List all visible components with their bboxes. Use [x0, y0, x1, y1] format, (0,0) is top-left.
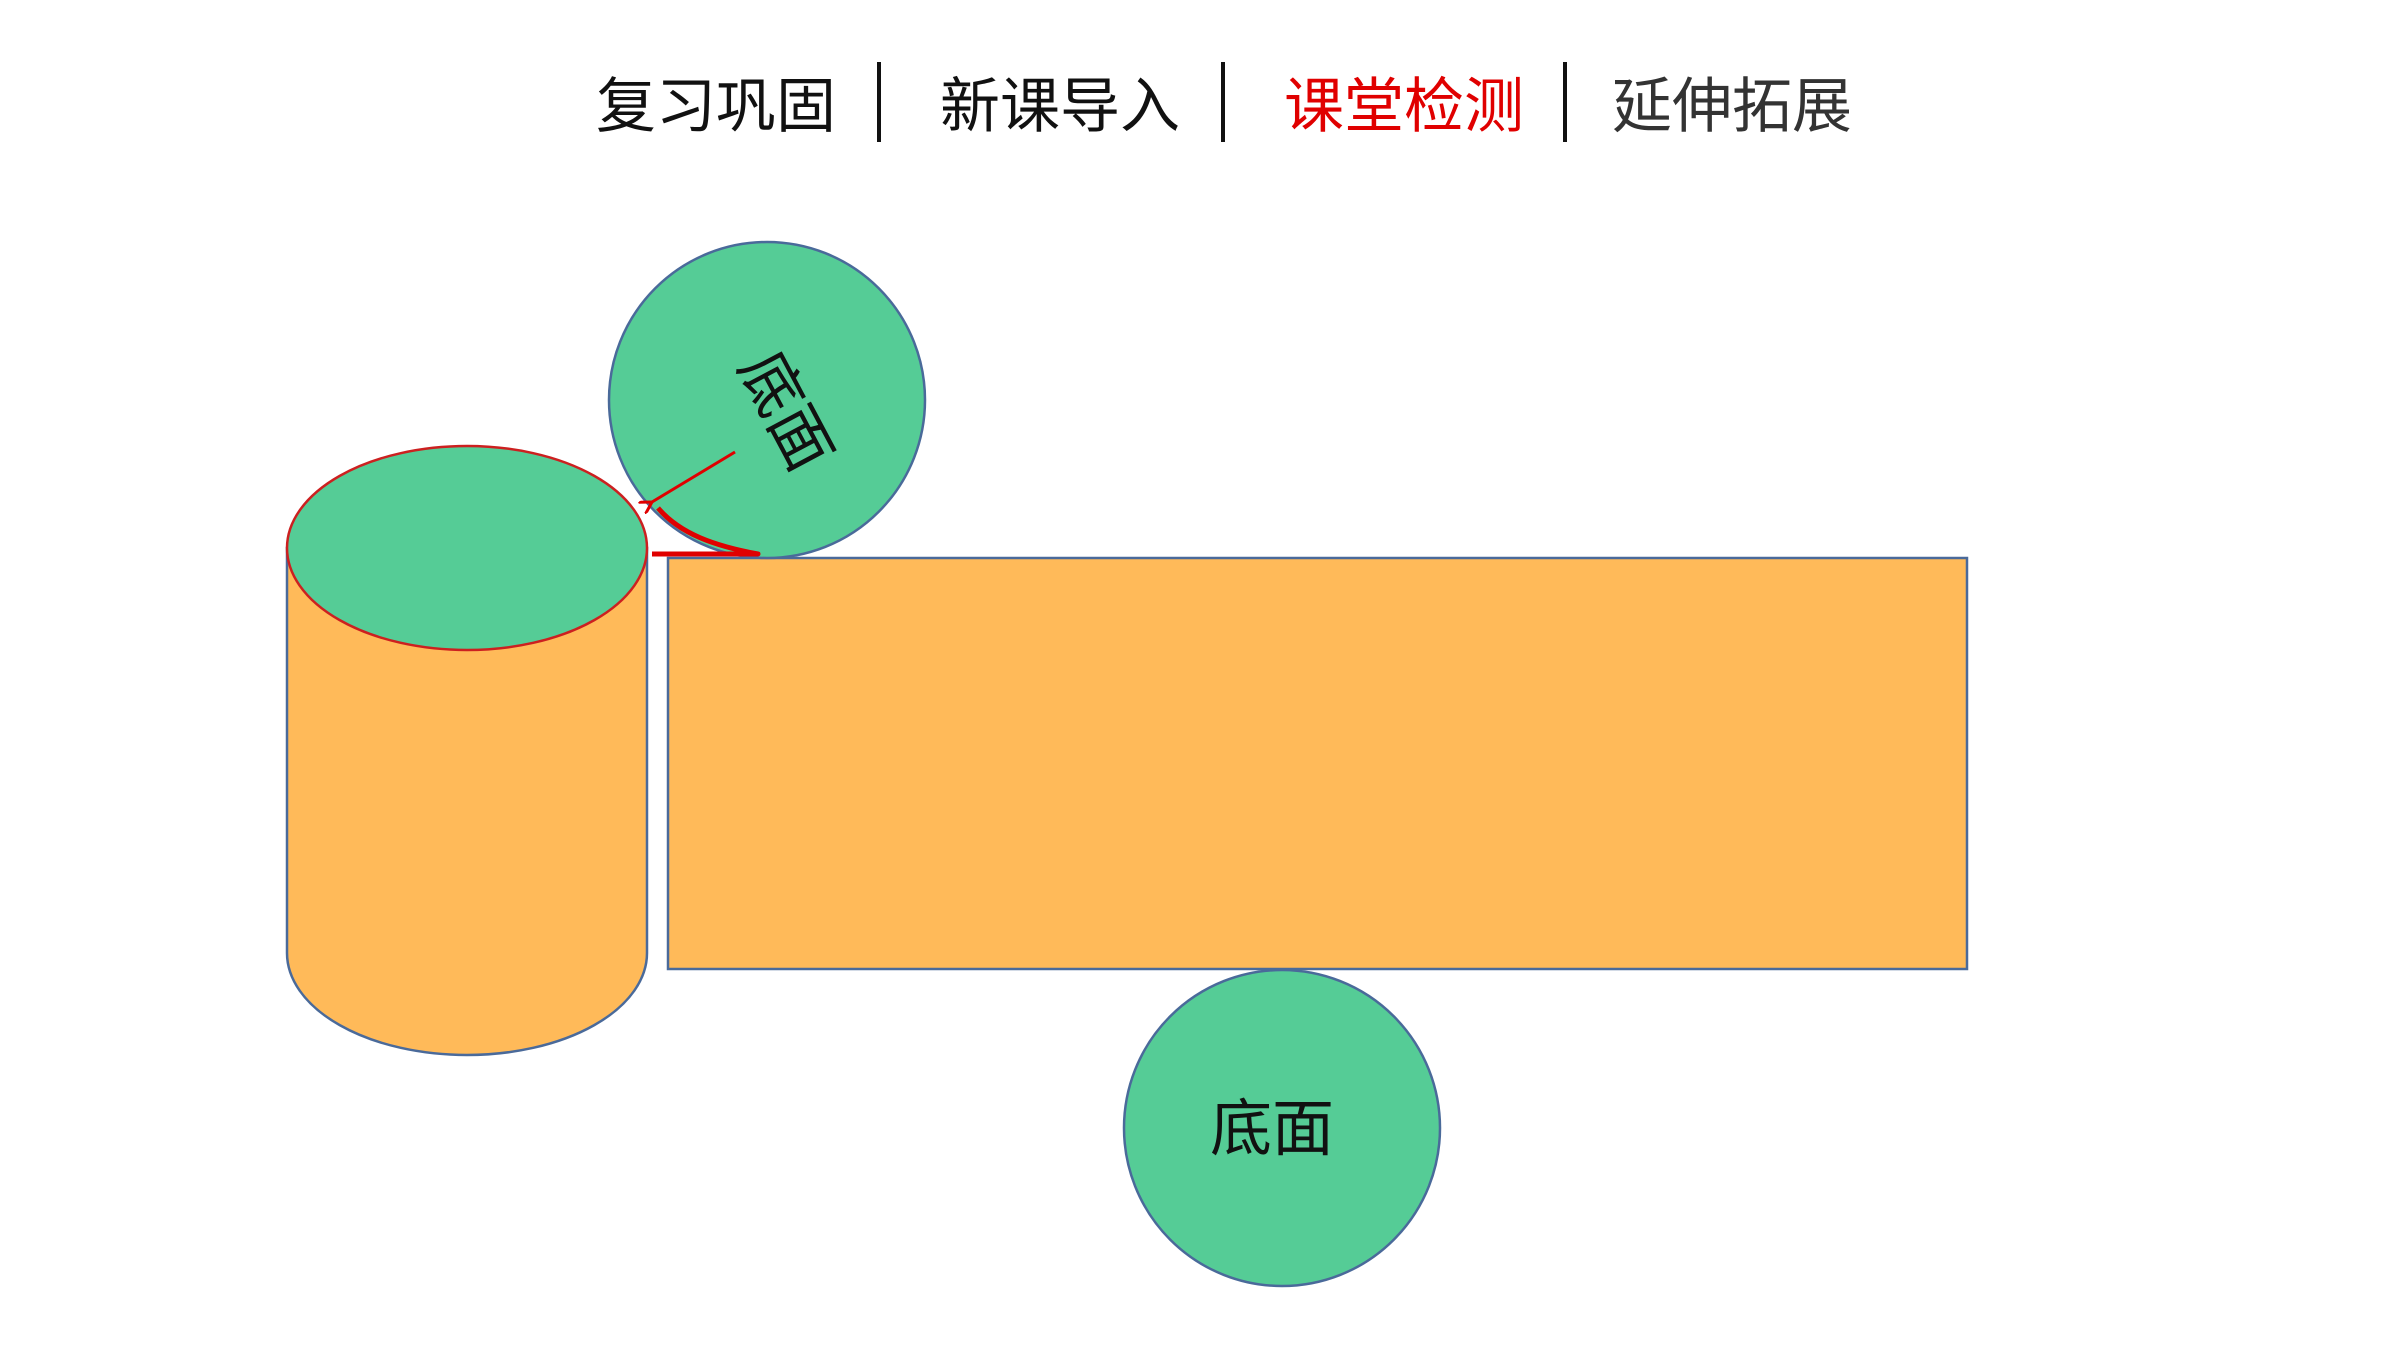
bottom-base-circle [1122, 968, 1442, 1288]
cylinder-lateral-surface [285, 546, 649, 1057]
nav-divider [877, 62, 881, 142]
nav-item-extension[interactable]: 延伸拓展 [1612, 72, 1852, 142]
unrolled-lateral-rectangle [666, 556, 1969, 971]
nav-item-review[interactable]: 复习巩固 [596, 72, 836, 142]
circumference-highlight [652, 506, 761, 557]
nav-divider [1563, 62, 1567, 142]
nav-item-class-test[interactable]: 课堂检测 [1284, 72, 1524, 142]
bottom-base-label: 底面 [1210, 1092, 1334, 1165]
nav-divider [1221, 62, 1225, 142]
nav-item-new-lesson[interactable]: 新课导入 [940, 72, 1180, 142]
section-nav: 复习巩固 新课导入 课堂检测 延伸拓展 [0, 0, 2400, 200]
pointer-arrow [652, 450, 736, 502]
cylinder-top-face [285, 444, 649, 652]
